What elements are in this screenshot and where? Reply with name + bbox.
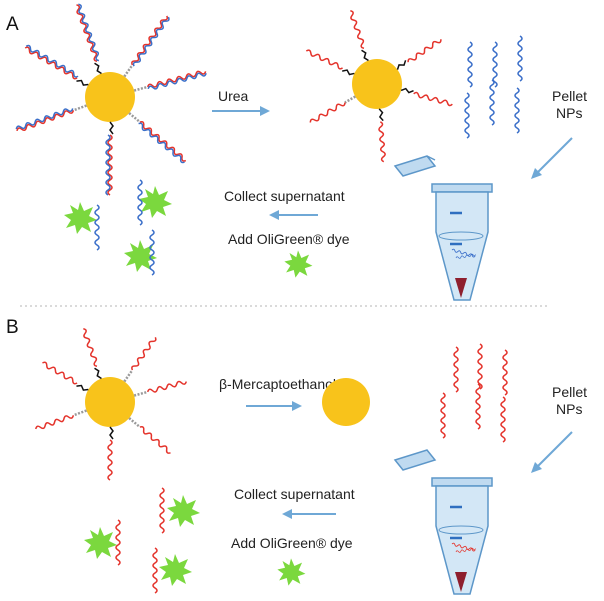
urea-label: Urea: [218, 88, 249, 104]
tube-body: [435, 191, 489, 301]
np-with-single-strands: [304, 9, 454, 163]
pellet-nps-step: Pellet NPs: [531, 88, 587, 179]
pellet-label-line2: NPs: [556, 401, 582, 417]
add-dye-label: Add OliGreen® dye: [228, 231, 350, 247]
gold-nanoparticle: [352, 59, 402, 109]
pellet-nps-step: Pellet NPs: [531, 384, 587, 473]
pellet-label-line1: Pellet: [552, 384, 587, 400]
free-dye-icon: [284, 250, 313, 278]
collect-supernatant-label: Collect supernatant: [224, 188, 345, 204]
mercaptoethanol-arrow: β-Mercaptoethanol: [219, 376, 336, 411]
gold-nanoparticle: [85, 377, 135, 427]
bare-gold-nanoparticle: [322, 378, 370, 426]
collect-supernatant-step: Collect supernatant Add OliGreen® dye: [224, 188, 350, 247]
tube-body: [435, 485, 489, 595]
panel-a-label: A: [6, 14, 19, 35]
free-dye-icon: [277, 558, 306, 586]
tube-lid: [393, 155, 451, 188]
np-with-single-strands: [34, 327, 188, 481]
panel-a: A Urea: [6, 2, 587, 301]
released-red-strands: [440, 343, 508, 443]
pellet-label-line2: NPs: [556, 105, 582, 121]
panel-b: B β-Mercaptoethanol: [6, 317, 587, 595]
released-blue-strands: [464, 35, 523, 139]
tube-lid: [393, 449, 437, 471]
gold-nanoparticle: [85, 72, 135, 122]
collect-supernatant-step: Collect supernatant Add OliGreen® dye: [231, 486, 355, 551]
np-with-duplex-dna: [14, 2, 208, 196]
centrifuge-tube: [393, 449, 493, 595]
centrifuge-tube: [393, 155, 493, 301]
urea-arrow: Urea: [212, 88, 270, 116]
collect-supernatant-label: Collect supernatant: [234, 486, 355, 502]
add-dye-label: Add OliGreen® dye: [231, 535, 353, 551]
mercaptoethanol-label: β-Mercaptoethanol: [219, 376, 336, 392]
panel-b-label: B: [6, 317, 19, 338]
np-pellet: [455, 278, 467, 298]
pellet-label-line1: Pellet: [552, 88, 587, 104]
np-pellet: [455, 572, 467, 592]
